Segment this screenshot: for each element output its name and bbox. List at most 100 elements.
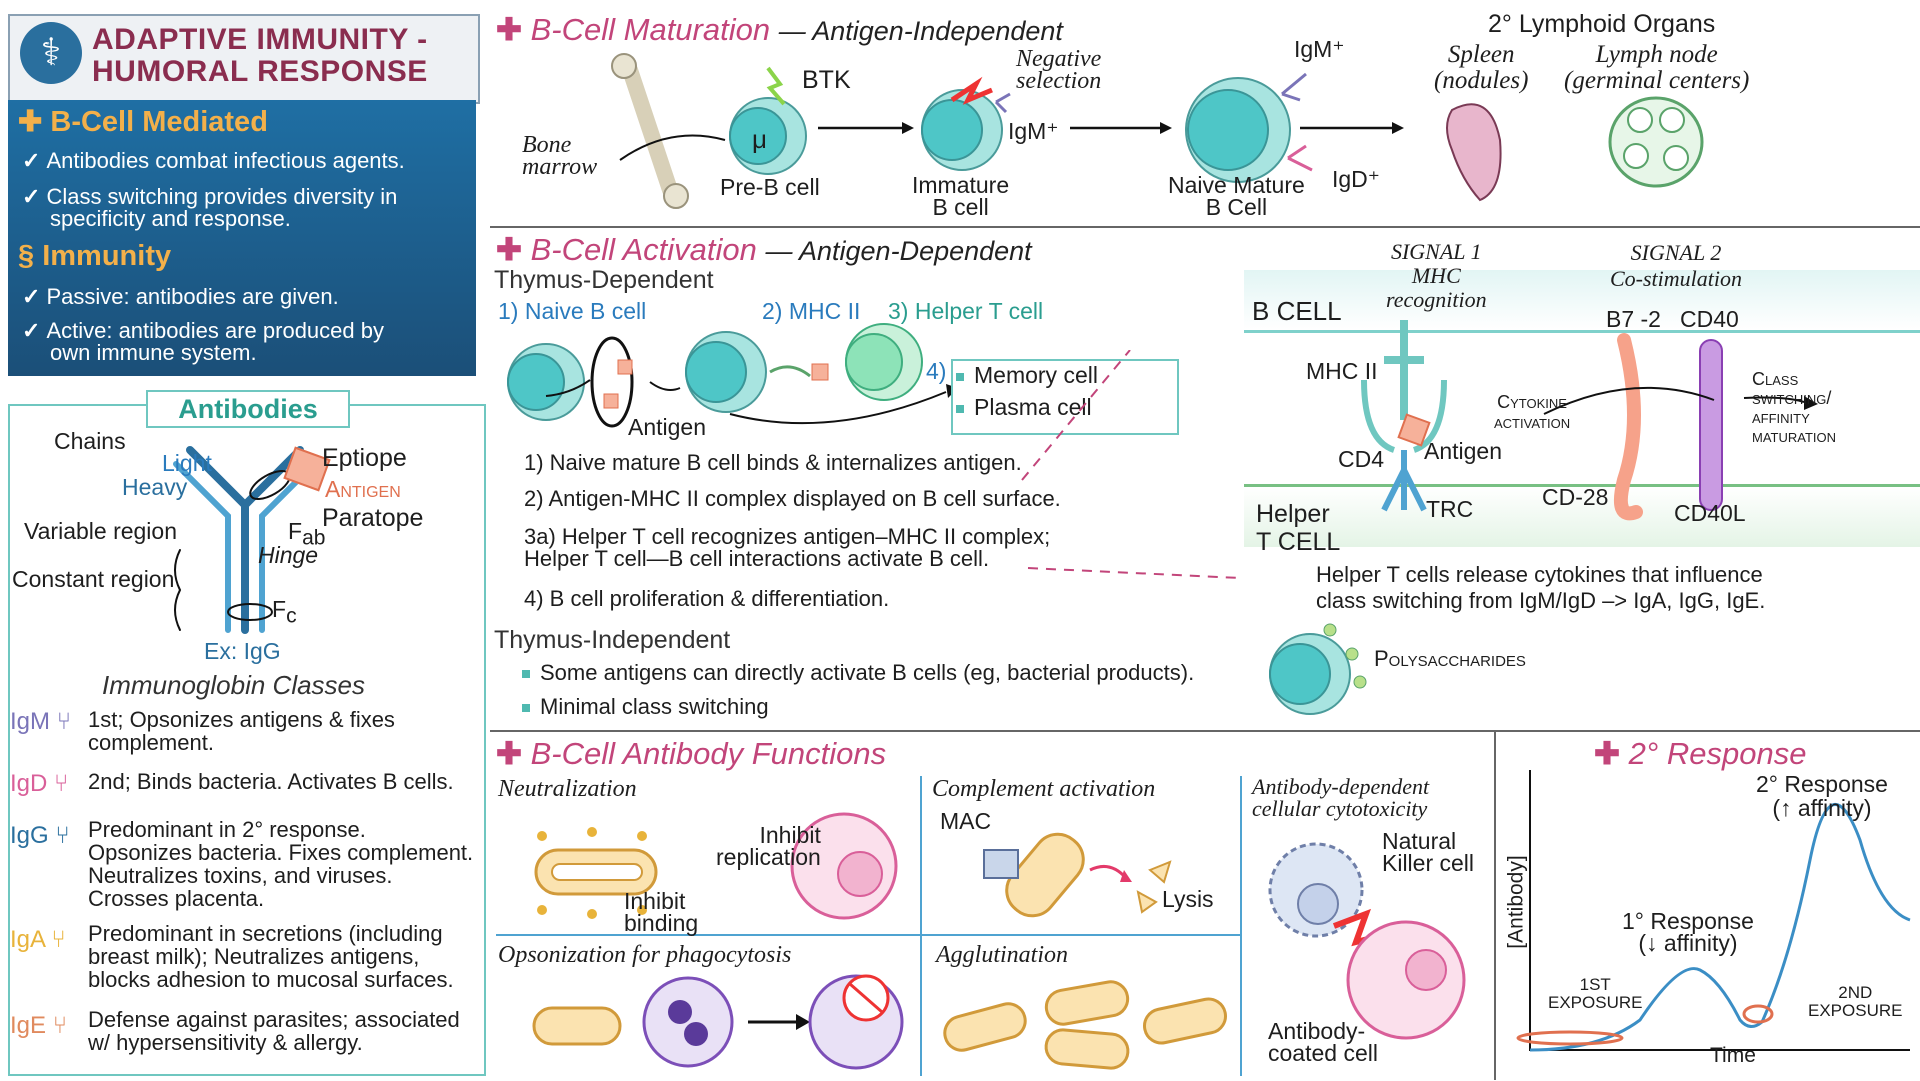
- lymph-node-label: Lymph node(germinal centers): [1564, 41, 1750, 94]
- mac-label: MAC: [940, 808, 992, 834]
- bcell-membrane: [1244, 270, 1920, 333]
- divider: [1240, 776, 1242, 1076]
- list-item: ✓Antibodies combat infectious agents.: [22, 148, 405, 173]
- igm-plus2-label: IgM⁺: [1294, 36, 1345, 62]
- maturation-diagram: [611, 53, 1704, 209]
- list-item: ✓Class switching provides diversity in: [22, 184, 398, 209]
- dna-icon: §: [18, 240, 35, 272]
- igm-label: IgM ⑂: [10, 708, 72, 735]
- list-item: ✓Active: antibodies are produced by: [22, 318, 384, 343]
- b72-label: B7 -2: [1606, 306, 1661, 332]
- paratope-label: Paratope: [322, 504, 424, 532]
- cd40l-label: CD40L: [1674, 500, 1746, 526]
- complement-diagram: [983, 832, 1172, 918]
- antibody-icon: ⑂: [55, 822, 70, 849]
- trc-label: TRC: [1426, 496, 1474, 522]
- activation-heading: ✚ B-Cell Activation — Antigen-Dependent: [496, 232, 1032, 267]
- caduceus-icon: ⚕: [20, 22, 82, 84]
- classes-title: Immunoglobin Classes: [102, 670, 366, 700]
- immunity-heading: § Immunity: [18, 240, 172, 272]
- divider: [496, 934, 1240, 936]
- antibody-icon: ⑂: [52, 1012, 68, 1039]
- cd4-label: CD4: [1338, 446, 1385, 472]
- thymus-dependent-heading: Thymus-Dependent: [494, 266, 714, 294]
- antibody-icon: ⑂: [56, 708, 72, 735]
- ige-label: IgE ⑂: [10, 1012, 68, 1039]
- igd-label: IgD ⑂: [10, 770, 69, 797]
- page-title: ADAPTIVE IMMUNITY -HUMORAL RESPONSE: [92, 23, 428, 88]
- lymphoid-title: 2° Lymphoid Organs: [1488, 10, 1716, 38]
- cd40-label: CD40: [1680, 306, 1739, 332]
- antibody-coated-cell-label: Antibody-coated cell: [1268, 1018, 1378, 1066]
- divider: [490, 226, 1920, 228]
- example-label: Ex: IgG: [204, 638, 281, 664]
- chains-label: Chains: [54, 428, 126, 454]
- step2-label: 2) MHC II: [762, 298, 861, 324]
- primary-response-label: 1° Response(↓ affinity): [1622, 908, 1754, 956]
- maturation-heading: ✚ B-Cell Maturation — Antigen-Independen…: [496, 12, 1063, 47]
- adcc-diagram: [1268, 842, 1466, 1040]
- polysaccharide-cell: [1269, 623, 1367, 715]
- response-chart: [1516, 770, 1911, 1052]
- igg-desc: Predominant in 2° response.Opsonizes bac…: [88, 817, 474, 911]
- cytokine-note: Helper T cells release cytokines that in…: [1316, 562, 1766, 613]
- epitope-label: Eptiope: [322, 444, 407, 472]
- iga-label: IgA ⑂: [10, 926, 66, 953]
- summary-panel: ✚ B-Cell Mediated ✓Antibodies combat inf…: [8, 100, 476, 376]
- list-item: ✓Passive: antibodies are given.: [22, 284, 339, 309]
- igg-label: IgG ⑂: [10, 822, 70, 849]
- antigen-label: Antigen: [628, 414, 707, 440]
- x-axis-label: Time: [1710, 1044, 1756, 1067]
- list-item: specificity and response.: [50, 206, 291, 231]
- antibody-icon: ⑂: [54, 770, 69, 797]
- mu-label: μ: [752, 124, 767, 154]
- list-item: 1) Naive mature B cell binds & internali…: [524, 450, 1022, 475]
- thymus-independent-heading: Thymus-Independent: [494, 626, 731, 654]
- response-heading: ✚ 2° Response: [1594, 736, 1807, 771]
- opsonization-diagram: [532, 974, 904, 1070]
- neutralization-label: Neutralization: [498, 776, 637, 802]
- list-item: 3a) Helper T cell recognizes antigen–MHC…: [524, 524, 1051, 549]
- step3-label: 3) Helper T cell: [888, 298, 1044, 324]
- signals-diagram: [1361, 320, 1818, 521]
- activation-diagram: [507, 323, 1179, 435]
- constant-region-label: Constant region: [12, 566, 175, 592]
- divider: [920, 776, 922, 1076]
- step4-label: 4): [926, 358, 947, 384]
- title-box: [8, 14, 480, 104]
- bcell-mediated-heading: ✚ B-Cell Mediated: [18, 106, 268, 138]
- agglutination-label: Agglutination: [936, 942, 1068, 968]
- antigen-label: Antigen: [325, 476, 401, 502]
- variable-region-label: Variable region: [24, 518, 178, 544]
- antibody-icon: ⑂: [51, 926, 66, 953]
- list-item: 2) Antigen-MHC II complex displayed on B…: [524, 486, 1061, 511]
- btk-label: BTK: [802, 66, 851, 94]
- list-item: Minimal class switching: [522, 694, 769, 720]
- hinge-label: Hinge: [258, 542, 319, 568]
- list-item: own immune system.: [50, 340, 257, 365]
- list-item: 4) B cell proliferation & differentiatio…: [524, 586, 890, 611]
- igd-desc: 2nd; Binds bacteria. Activates B cells.: [88, 769, 454, 794]
- spleen-label: Spleen(nodules): [1434, 41, 1529, 94]
- agglutination-diagram: [943, 980, 1227, 1070]
- memory-cell-label: Memory cell: [956, 362, 1098, 389]
- light-chain-label: Light: [162, 450, 212, 476]
- complement-label: Complement activation: [932, 776, 1156, 802]
- fab-label: Fab: [288, 518, 326, 550]
- cd28-label: CD-28: [1542, 484, 1609, 510]
- divider: [1494, 732, 1496, 1080]
- bcell-label: B CELL: [1252, 296, 1342, 326]
